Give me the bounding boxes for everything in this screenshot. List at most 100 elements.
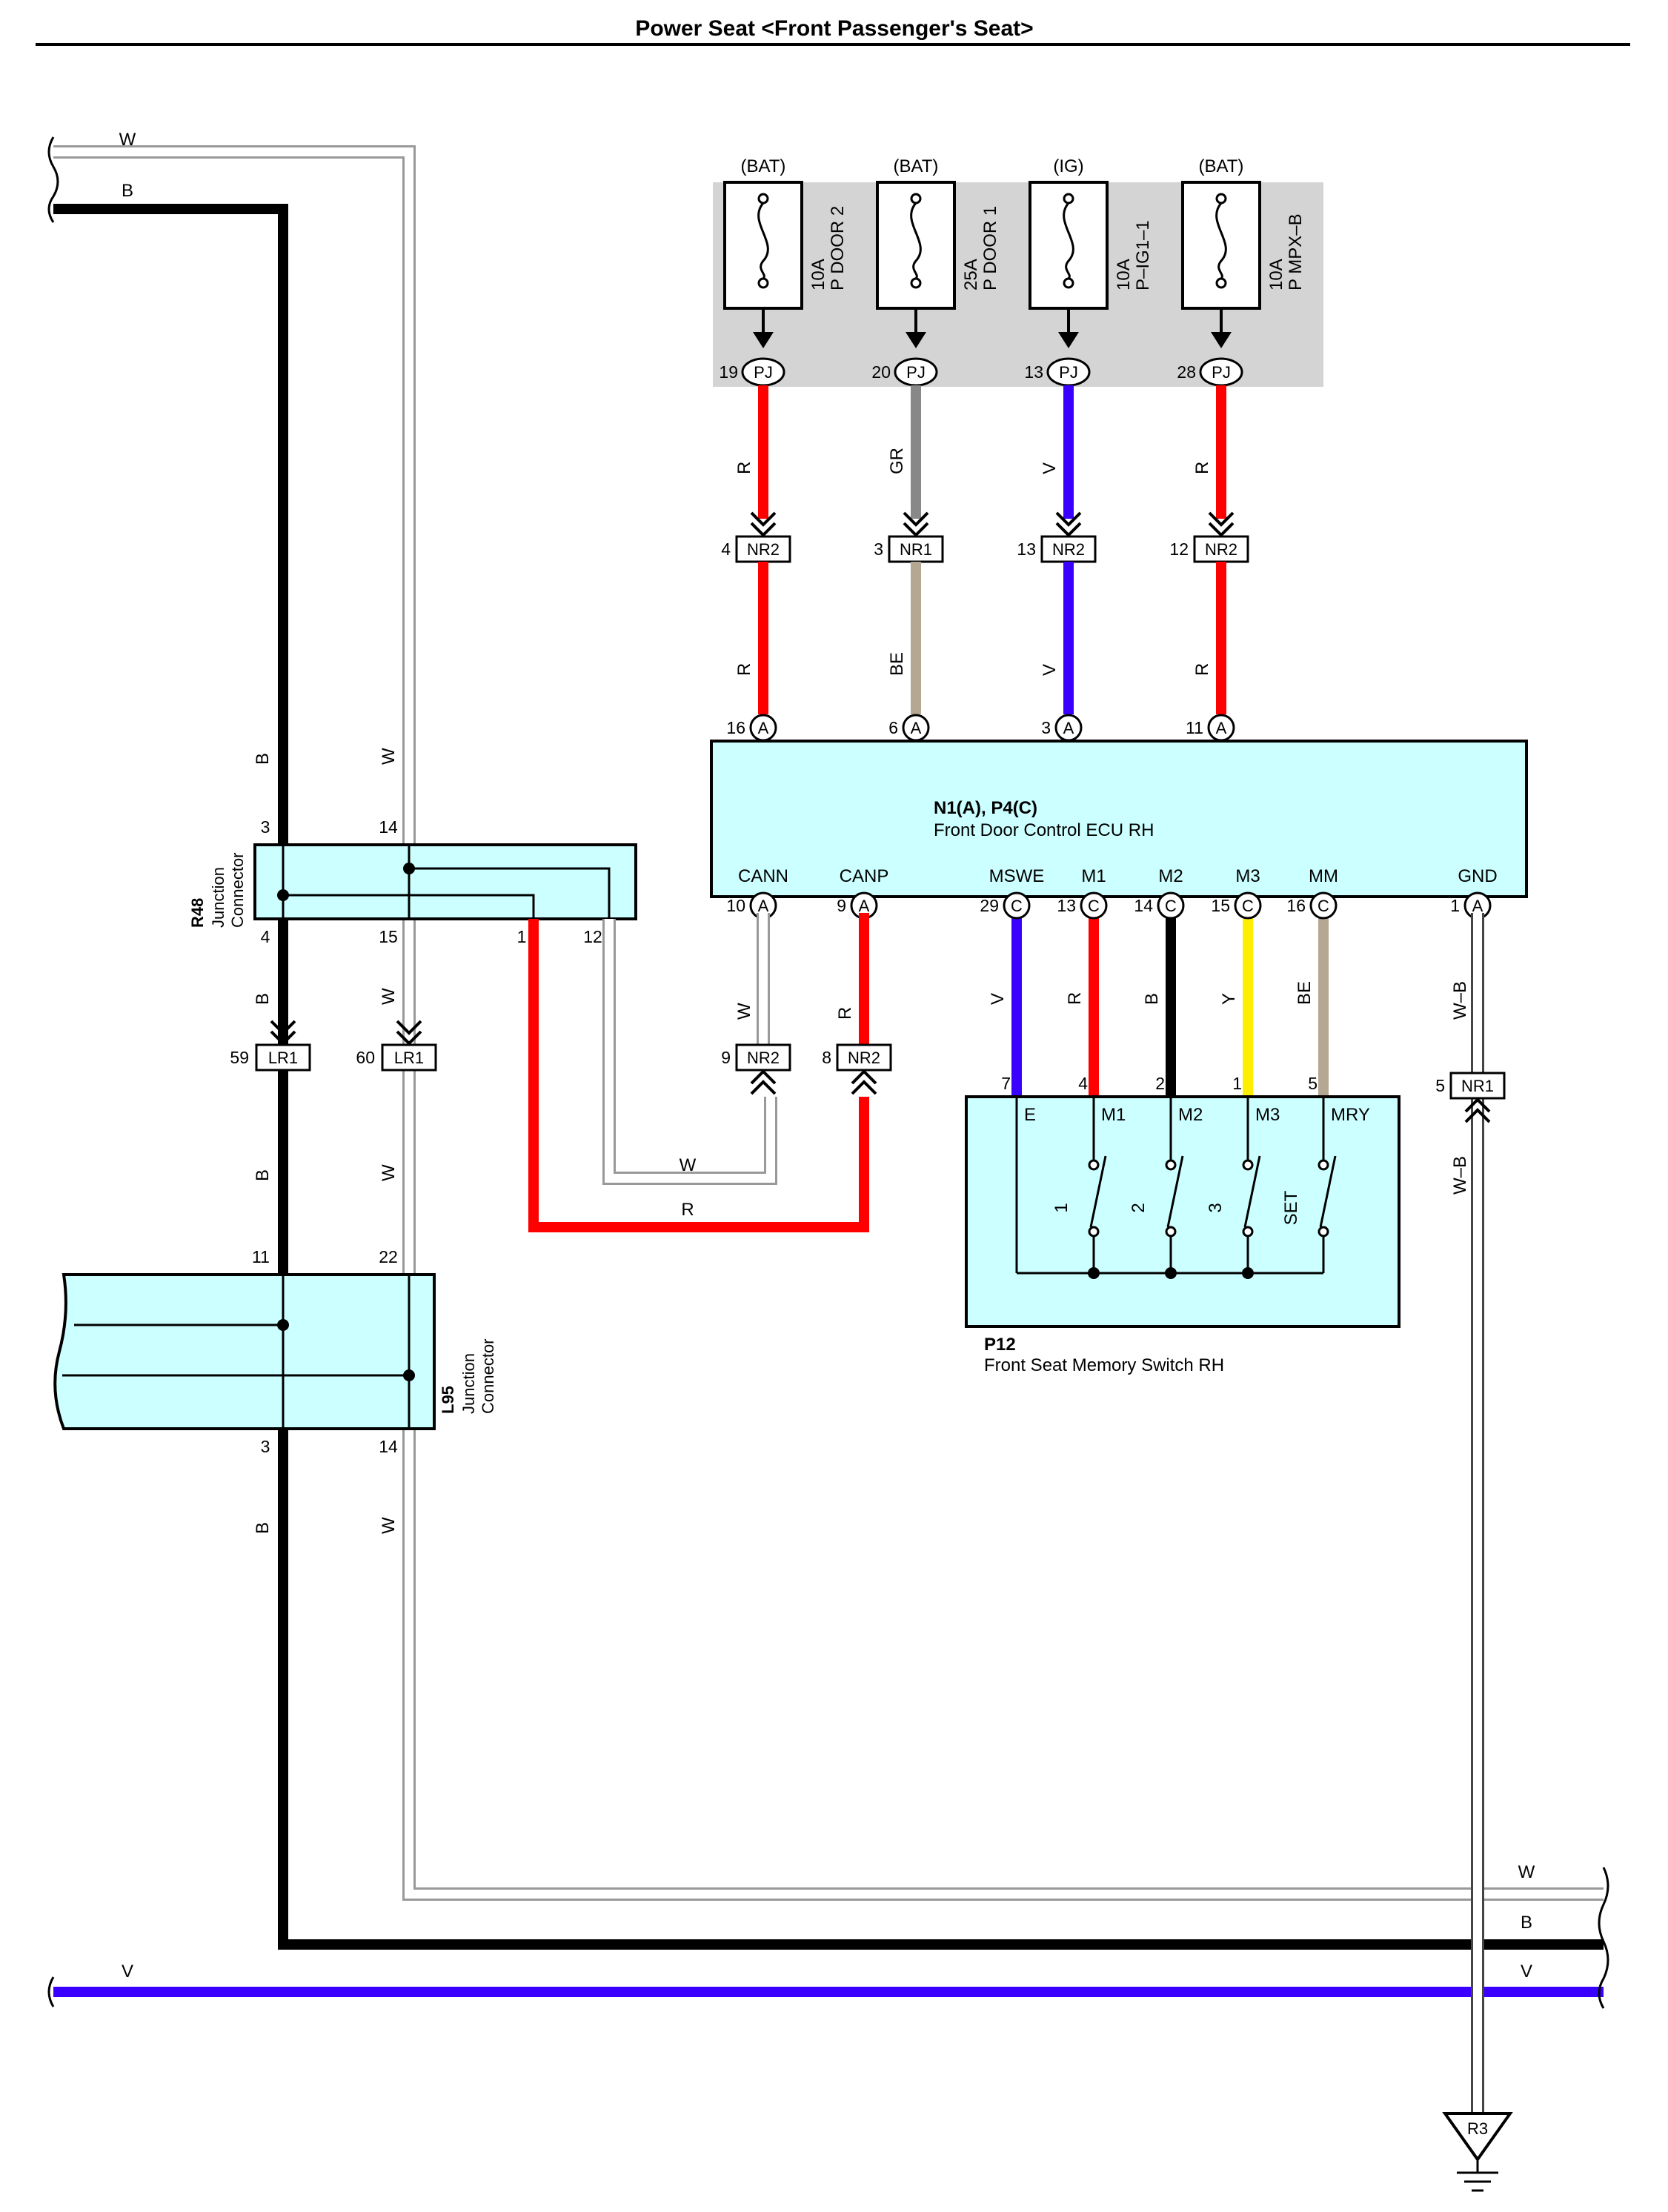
wire-color-label: BE xyxy=(887,652,907,676)
ecu-signal: M3 xyxy=(1235,866,1260,886)
r48-trace xyxy=(283,894,535,919)
wire-color-label: V xyxy=(988,993,1008,1005)
pj-pin: 19 xyxy=(719,362,738,382)
ecu-signal: GND xyxy=(1458,866,1497,886)
ecu-bottom-group: CANNA10CANPA9MSWEVC29M1RC13M2BC14M3YC15M… xyxy=(726,866,1498,1097)
switch-contact xyxy=(1165,1159,1177,1171)
nr-pin: 3 xyxy=(874,539,883,559)
fuse-name: P–IG1–1 xyxy=(1133,220,1153,290)
lr1-chevron xyxy=(270,1020,296,1046)
wire-color-label: Y xyxy=(1219,993,1239,1005)
ecu-pin-conn: A xyxy=(1216,719,1227,737)
wire-color-label: GR xyxy=(887,448,907,474)
r48-junction-dot xyxy=(277,889,289,901)
trunk-b-wire xyxy=(53,204,1604,1950)
switch-terminal-label: M1 xyxy=(1101,1105,1126,1125)
fuse-source: (BAT) xyxy=(1199,156,1244,176)
switch-blade-icon xyxy=(1166,1155,1184,1228)
ecu-pin-number: 13 xyxy=(1057,896,1076,915)
wire-color-label: R xyxy=(734,663,754,676)
switch-blade-icon xyxy=(1319,1155,1337,1228)
switch-terminal-label: MRY xyxy=(1331,1105,1370,1125)
upper-wire-0: RNR24RA16BDG1 xyxy=(721,385,791,768)
ecu-box xyxy=(710,740,1528,898)
switch-pin: 2 xyxy=(1155,1074,1165,1093)
canp-nr-pin: 8 xyxy=(822,1048,831,1067)
wire-color-label: V xyxy=(1040,664,1060,676)
fuse-source: (BAT) xyxy=(894,156,939,176)
switch-contact xyxy=(1165,1226,1177,1238)
ecu-pin-conn: C xyxy=(1011,897,1023,915)
switch-terminal-label: M3 xyxy=(1255,1105,1280,1125)
canp-wire-label: R xyxy=(835,1007,855,1020)
pj-pin: 13 xyxy=(1024,362,1043,382)
fuse-terminal xyxy=(1215,193,1227,205)
nr-chevron xyxy=(1208,511,1235,537)
fuse-terminal xyxy=(910,193,922,205)
upper-wire-1: GRNR13BEA6BDR xyxy=(874,385,944,768)
l95-junction-dot xyxy=(277,1319,289,1331)
switch-terminal-2: 7E xyxy=(1001,1074,1036,1273)
bus-v-label: V xyxy=(122,1962,133,1982)
switch-name: Front Seat Memory Switch RH xyxy=(984,1355,1224,1375)
r48-pin: 15 xyxy=(379,927,398,946)
nr-chevron xyxy=(1055,511,1082,537)
wire-label-w: W xyxy=(379,988,399,1005)
gnd-wire-label: W–B xyxy=(1450,1156,1470,1195)
ground-label: R3 xyxy=(1467,2119,1488,2138)
switch-number: 3 xyxy=(1206,1203,1226,1212)
fuse-source: (BAT) xyxy=(741,156,786,176)
ecu-pin-number: 1 xyxy=(1450,896,1460,915)
pj-label: PJ xyxy=(1212,363,1231,382)
can-loop-r-label: R xyxy=(681,1200,694,1220)
fuse-terminal xyxy=(1063,277,1074,289)
ecu-pin-circle xyxy=(1080,891,1108,920)
wire-color-label: R xyxy=(734,462,754,474)
fuse-name: P DOOR 1 xyxy=(980,206,1000,290)
nr-chevron xyxy=(750,511,777,537)
l95-pin: 14 xyxy=(379,1437,398,1456)
ecu-signal: CANP xyxy=(840,866,889,886)
ecu-pin-number: 9 xyxy=(837,896,846,915)
wire-label-b: B xyxy=(253,1522,273,1534)
r48-pin: 12 xyxy=(583,927,602,946)
page-title: Power Seat <Front Passenger's Seat> xyxy=(635,16,1033,41)
wire-color-label: R xyxy=(1065,992,1085,1005)
l95-pin: 3 xyxy=(261,1437,270,1456)
switch-blade-icon xyxy=(1089,1155,1107,1228)
ecu-signal: M2 xyxy=(1158,866,1183,886)
switch-terminal-label: M2 xyxy=(1178,1105,1203,1125)
switch-box xyxy=(965,1095,1400,1328)
pj-label: PJ xyxy=(754,363,773,382)
fuse-terminal xyxy=(757,193,769,205)
switch-contact xyxy=(1318,1159,1329,1171)
gnd-wire-label: W–B xyxy=(1450,981,1470,1020)
fuse-rating: 10A xyxy=(808,259,828,290)
r48-trace xyxy=(409,867,611,919)
fuse-name: P DOOR 2 xyxy=(828,206,848,290)
bus-v-label: V xyxy=(1521,1962,1532,1982)
l95-pin: 22 xyxy=(379,1247,398,1266)
switch-pin: 4 xyxy=(1078,1074,1088,1093)
r48-pin: 4 xyxy=(261,927,270,946)
fuse-terminal xyxy=(757,277,769,289)
upper-wires-group: RNR24RA16BDG1GRNR13BEA6BDRVNR213VA3SIGRN… xyxy=(721,385,1249,768)
ecu-pin-conn: C xyxy=(1242,897,1254,915)
canp-nr-box xyxy=(836,1043,892,1072)
nr-pin: 13 xyxy=(1017,539,1036,559)
fuse-arrow-icon xyxy=(753,332,774,348)
fuse-icon xyxy=(1063,202,1074,280)
switch-id: P12 xyxy=(984,1335,1016,1355)
ecu-pin-circle xyxy=(1157,891,1185,920)
